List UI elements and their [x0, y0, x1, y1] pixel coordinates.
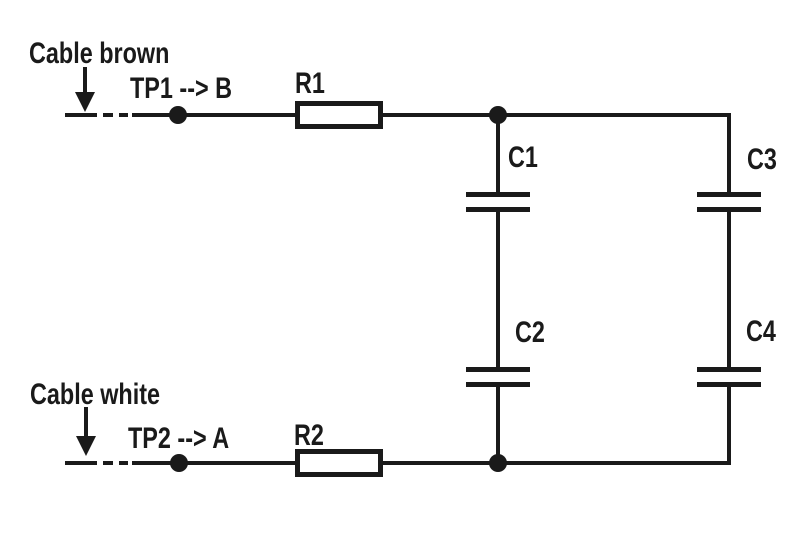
tp2-label: TP2 --> A: [128, 422, 230, 455]
resistor-r1-label: R1: [295, 67, 325, 100]
tp1-label: TP1 --> B: [130, 72, 233, 105]
wire-mid-vertical-lower: [496, 385, 500, 465]
capacitor-c3-plate-top: [697, 192, 761, 197]
resistor-r1-body: [295, 101, 383, 129]
wire-top-rail: [132, 113, 731, 117]
wire-top-dash-1: [103, 113, 113, 117]
wire-mid-vertical-middle: [496, 210, 500, 369]
capacitor-c1-label: C1: [508, 141, 538, 174]
capacitor-c3-plate-bottom: [697, 207, 761, 212]
down-arrow-icon: [84, 407, 88, 438]
wire-right-vertical-middle: [727, 210, 731, 369]
wire-top-dash-2: [119, 113, 128, 117]
capacitor-c4-plate-bottom: [697, 382, 761, 387]
capacitor-c1-plate-top: [466, 192, 530, 197]
wire-bottom-stub: [65, 461, 97, 465]
down-arrow-icon: [83, 67, 87, 94]
down-arrow-head-icon: [75, 92, 95, 112]
tp2-test-point-dot: [170, 454, 188, 472]
capacitor-c4-label: C4: [746, 315, 776, 348]
tp1-test-point-dot: [169, 106, 187, 124]
capacitor-c4-plate-top: [697, 367, 761, 372]
capacitor-c3-label: C3: [747, 143, 777, 176]
resistor-r2-label: R2: [294, 419, 324, 452]
capacitor-c2-plate-bottom: [466, 382, 530, 387]
wire-right-vertical-lower: [727, 385, 731, 465]
cable-brown-label: Cable brown: [29, 37, 170, 70]
wire-top-stub: [65, 113, 97, 117]
down-arrow-head-icon: [76, 436, 96, 456]
wire-bottom-dash-1: [103, 461, 113, 465]
wire-bottom-dash-2: [119, 461, 128, 465]
wire-bottom-rail: [132, 461, 731, 465]
capacitor-c2-label: C2: [515, 316, 545, 349]
capacitor-c2-plate-top: [466, 367, 530, 372]
cable-white-label: Cable white: [30, 378, 161, 411]
resistor-r2-body: [295, 449, 383, 477]
wire-mid-vertical-upper: [496, 113, 500, 194]
wire-right-vertical-upper: [727, 113, 731, 194]
capacitor-c1-plate-bottom: [466, 207, 530, 212]
